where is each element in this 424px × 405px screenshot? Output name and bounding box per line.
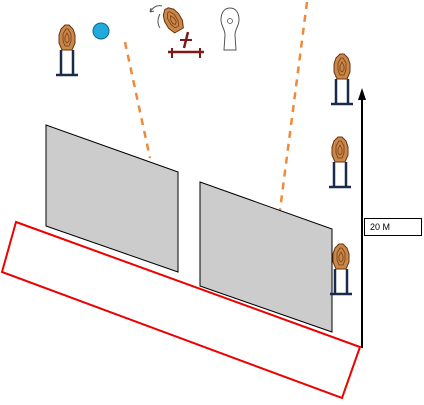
paper-target-icon xyxy=(328,243,354,296)
paper-target-icon xyxy=(327,136,353,189)
line-of-fire-right xyxy=(278,1,309,211)
swinger-target-icon xyxy=(149,4,204,58)
distance-label: 20 M xyxy=(364,218,422,236)
paper-target-icon xyxy=(54,24,80,77)
no-shoot-target-icon xyxy=(220,7,240,51)
distance-arrow-icon xyxy=(358,88,366,348)
line-of-fire-left xyxy=(123,41,152,159)
barricade-wall-left xyxy=(45,124,179,273)
shooting-area-fault-line xyxy=(0,220,362,400)
steel-plate-icon xyxy=(92,22,110,40)
barricade-wall-right xyxy=(199,181,333,333)
paper-target-icon xyxy=(329,53,355,106)
